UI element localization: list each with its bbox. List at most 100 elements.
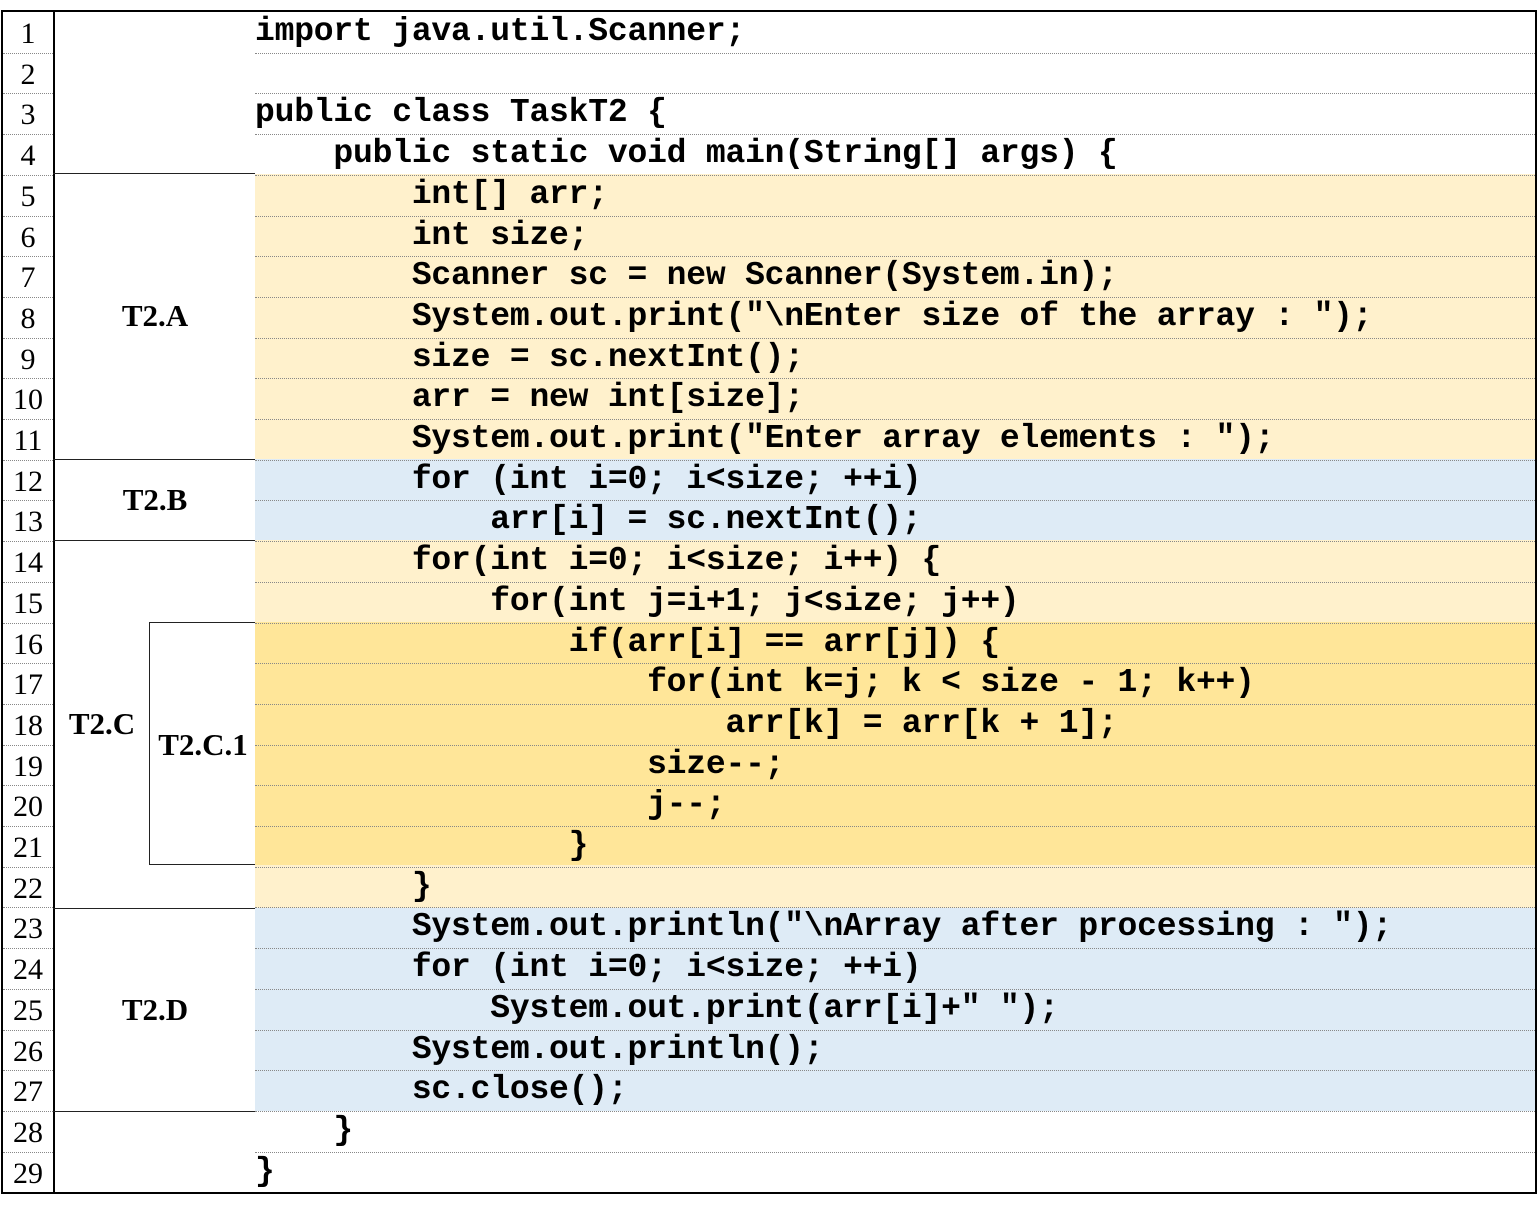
code-line: }	[255, 867, 432, 905]
line-number-divider	[3, 256, 53, 258]
line-number-divider	[3, 907, 53, 909]
line-number-divider	[3, 1029, 53, 1031]
code-line: sc.close();	[255, 1071, 628, 1109]
code-line: public static void main(String[] args) {	[255, 135, 1118, 173]
line-number: 20	[13, 790, 43, 824]
line-number-divider	[3, 93, 53, 95]
line-number-divider	[3, 663, 53, 665]
line-number-divider	[3, 622, 53, 624]
row-divider	[255, 948, 1535, 950]
line-number-column-divider	[53, 12, 55, 1192]
code-line: for(int i=0; i<size; i++) {	[255, 542, 942, 580]
code-line: Scanner sc = new Scanner(System.in);	[255, 257, 1118, 295]
line-number: 29	[13, 1156, 43, 1190]
line-number-divider	[3, 1070, 53, 1072]
row-divider	[255, 52, 1535, 54]
line-number-divider	[3, 866, 53, 868]
code-line: import java.util.Scanner;	[255, 13, 746, 50]
row-divider	[255, 1070, 1535, 1072]
line-number-divider	[3, 337, 53, 339]
line-number-divider	[3, 419, 53, 420]
row-divider	[255, 663, 1535, 665]
code-line: System.out.print(arr[i]+" ");	[255, 989, 1059, 1027]
code-line: arr[i] = sc.nextInt();	[255, 501, 922, 539]
code-line: size--;	[255, 745, 785, 783]
line-number-divider	[3, 744, 53, 746]
row-divider	[255, 419, 1535, 420]
line-number: 15	[13, 586, 43, 620]
code-line: j--;	[255, 786, 726, 824]
code-line: System.out.println("\nArray after proces…	[255, 908, 1392, 946]
line-number-divider	[3, 378, 53, 380]
code-line: if(arr[i] == arr[j]) {	[255, 623, 1000, 661]
line-number-divider	[3, 1151, 53, 1153]
line-number-divider	[3, 1110, 53, 1112]
code-line: arr[k] = arr[k + 1];	[255, 704, 1118, 742]
code-line: }	[255, 1152, 275, 1190]
line-number: 28	[13, 1115, 43, 1149]
row-divider	[255, 378, 1535, 380]
code-line: System.out.println();	[255, 1030, 824, 1068]
row-divider	[255, 581, 1535, 583]
row-divider	[255, 703, 1535, 705]
band-t2b	[255, 459, 1535, 540]
line-number: 4	[20, 139, 36, 173]
row-divider	[255, 256, 1535, 258]
line-number: 12	[13, 464, 43, 498]
code-line: for(int j=i+1; j<size; j++)	[255, 582, 1020, 620]
line-number: 5	[20, 179, 36, 213]
line-number-divider	[3, 581, 53, 583]
code-line: int[] arr;	[255, 175, 608, 213]
line-number: 1	[20, 17, 36, 50]
line-number-divider	[3, 459, 53, 461]
row-divider	[255, 866, 1535, 868]
line-number: 9	[20, 342, 36, 376]
row-divider	[255, 296, 1535, 298]
line-number: 2	[20, 57, 36, 91]
row-divider	[255, 337, 1535, 339]
row-divider	[255, 459, 1535, 461]
code-line: for (int i=0; i<size; ++i)	[255, 460, 922, 498]
line-number: 10	[13, 383, 43, 417]
band-t2c	[255, 540, 1535, 622]
section-separator	[53, 173, 255, 174]
row-divider	[255, 785, 1535, 787]
section-separator	[53, 459, 255, 460]
section-label-t2d: T2.D	[121, 992, 189, 1027]
line-number-divider	[3, 703, 53, 705]
code-line: for (int i=0; i<size; ++i)	[255, 949, 922, 987]
code-line: }	[255, 1111, 354, 1149]
section-label-t2b: T2.B	[122, 482, 188, 517]
line-number: 27	[13, 1075, 43, 1109]
line-number: 6	[20, 220, 36, 254]
line-number: 7	[20, 261, 36, 295]
line-number: 11	[13, 424, 43, 457]
band-t2c-end	[255, 865, 1535, 908]
line-number-divider	[3, 785, 53, 787]
line-number: 19	[13, 749, 43, 783]
section-separator	[53, 908, 255, 909]
code-line: System.out.print("Enter array elements :…	[255, 420, 1275, 457]
section-label-t2c1: T2.C.1	[158, 727, 248, 762]
line-number: 25	[13, 993, 43, 1027]
line-number: 3	[20, 98, 36, 132]
row-divider	[255, 500, 1535, 502]
row-divider	[255, 541, 1535, 543]
band-t2a	[255, 174, 1535, 459]
row-divider	[255, 988, 1535, 990]
line-number: 16	[13, 627, 43, 661]
line-number-divider	[3, 174, 53, 176]
section-separator	[53, 540, 255, 541]
row-divider	[255, 1029, 1535, 1031]
line-number: 22	[13, 871, 43, 905]
row-divider	[255, 215, 1535, 217]
section-separator	[53, 1111, 255, 1112]
code-line: System.out.print("\nEnter size of the ar…	[255, 297, 1373, 335]
code-line: int size;	[255, 216, 589, 254]
line-number-divider	[3, 215, 53, 217]
row-divider	[255, 744, 1535, 746]
code-line: }	[255, 827, 589, 864]
band-t2c1	[255, 622, 1535, 865]
band-t2d	[255, 908, 1535, 1111]
